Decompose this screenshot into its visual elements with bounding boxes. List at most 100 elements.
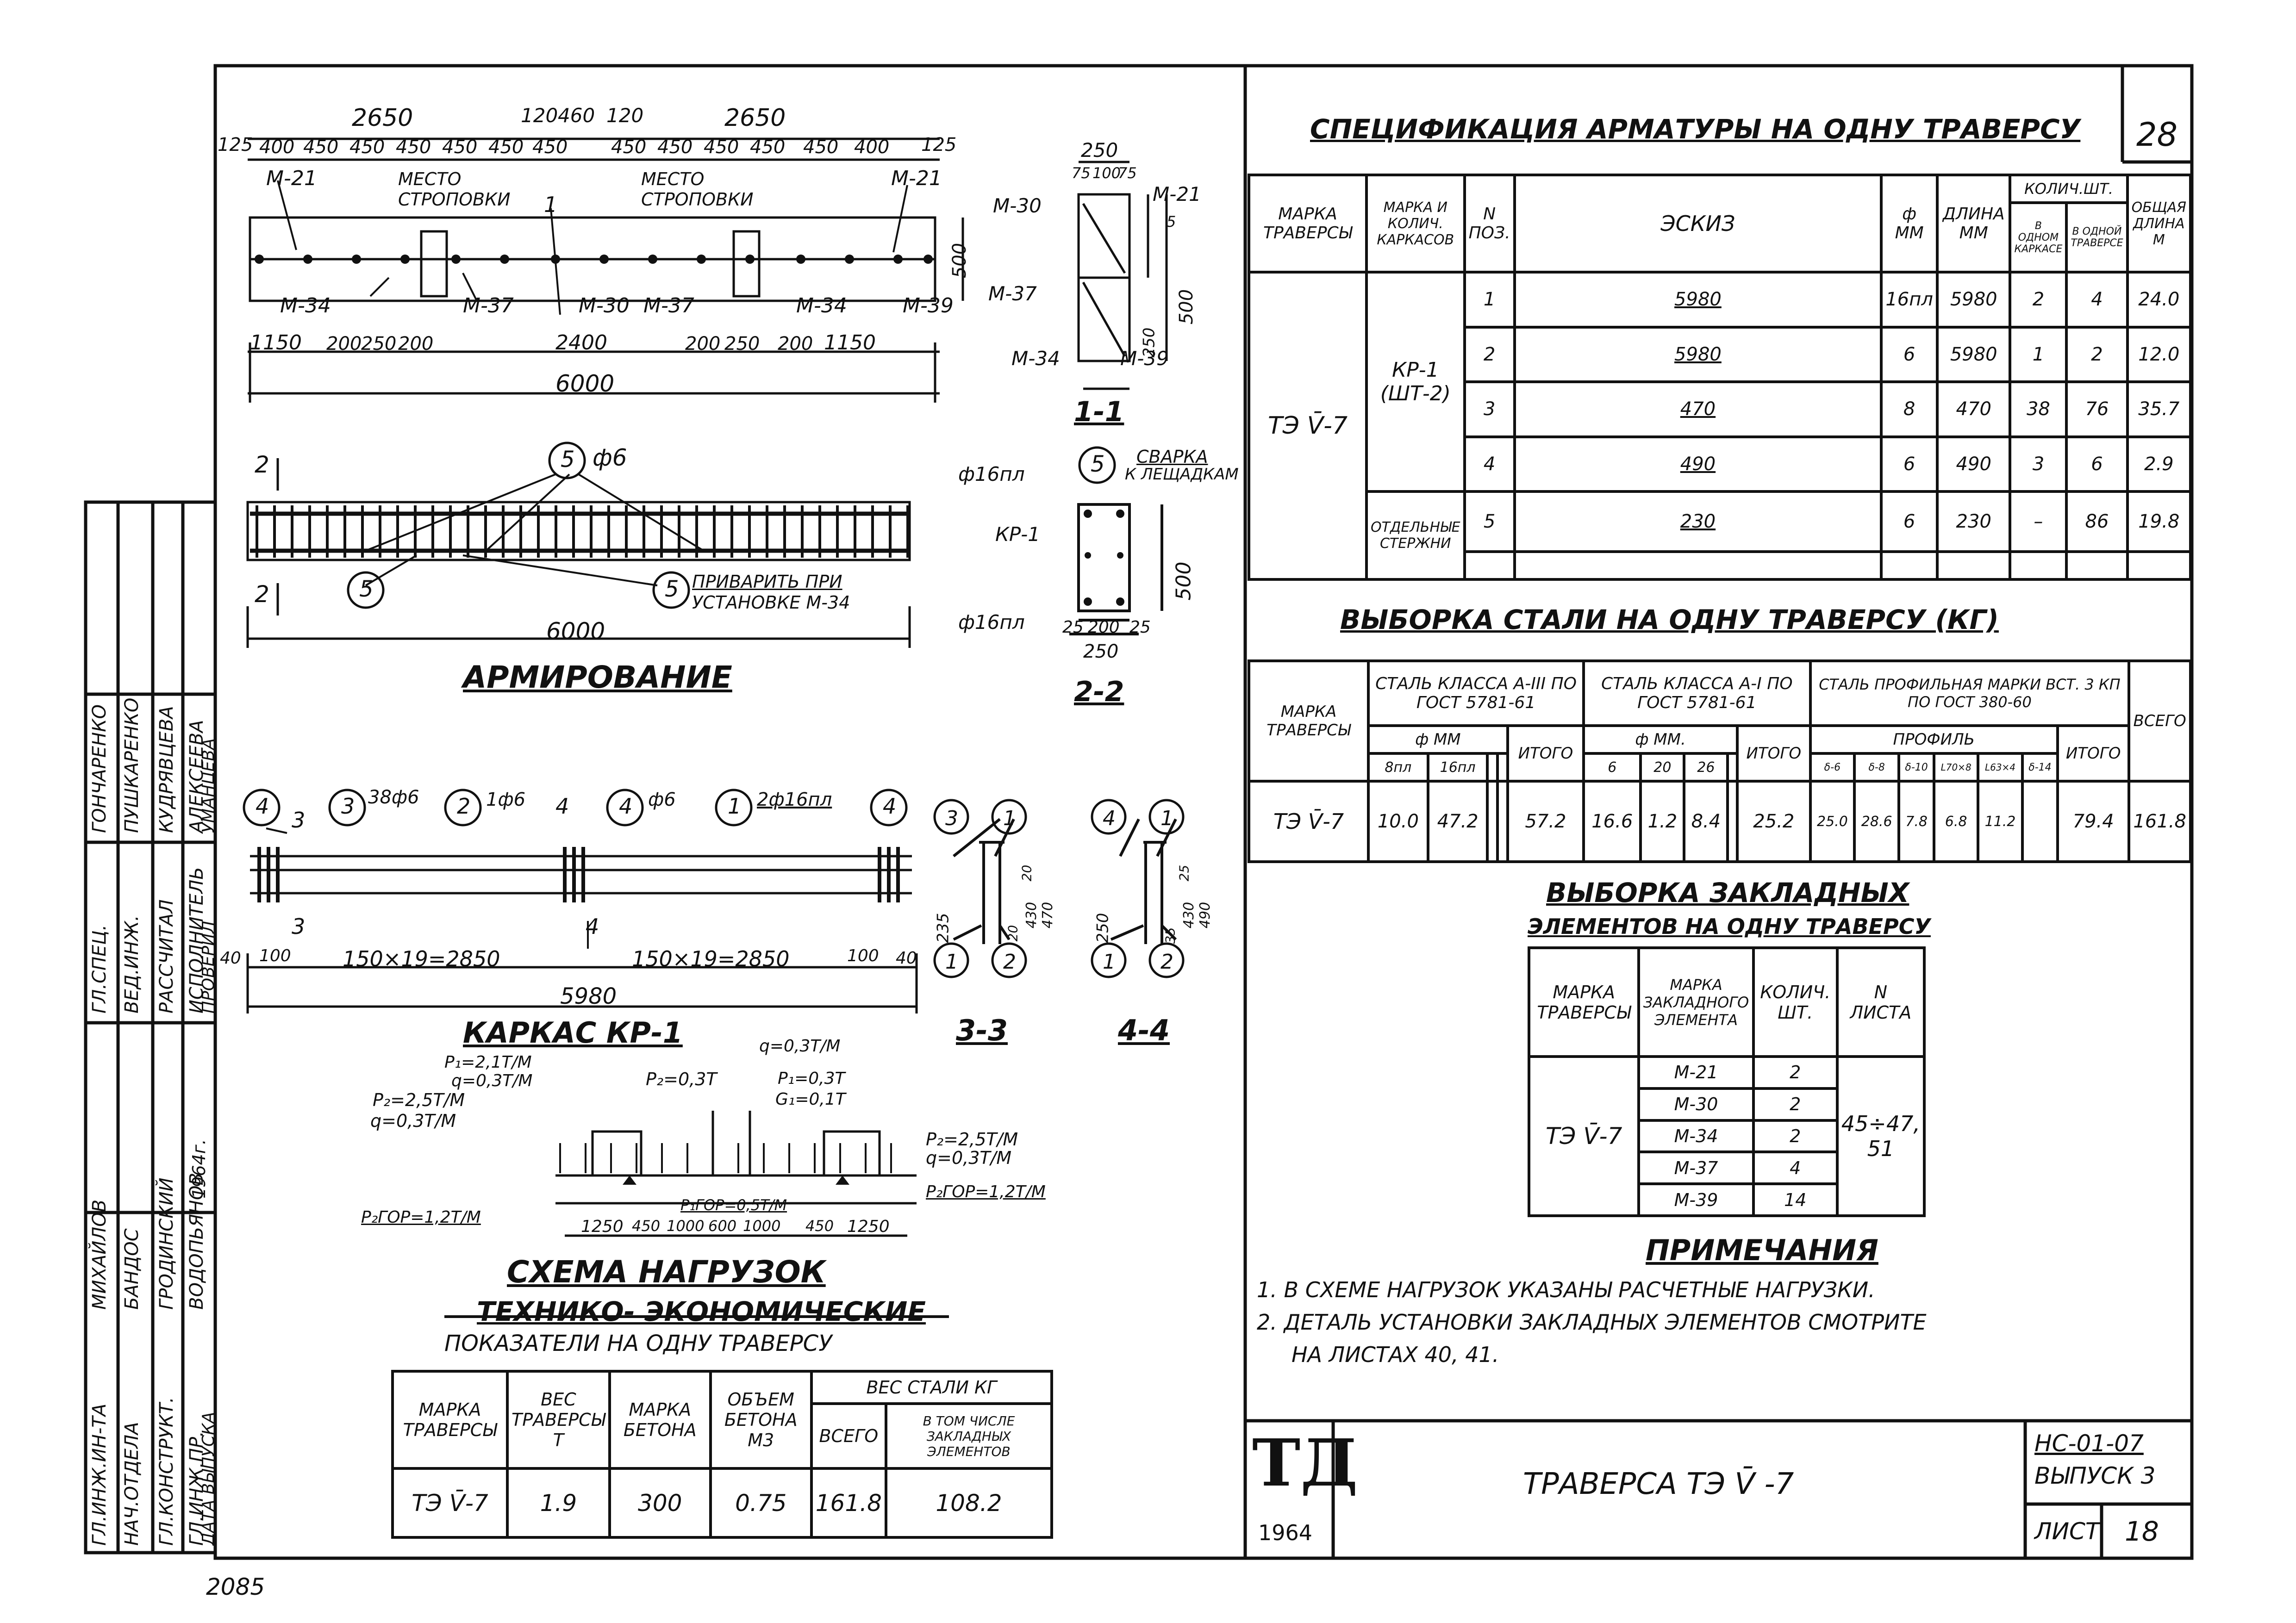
spec-dia-2: 6 <box>1880 325 1939 383</box>
load-p1-mid: Р₁=0,3Т <box>778 1069 845 1088</box>
plan-dim-450-7: 450 <box>611 137 647 158</box>
load-q-right: q=0,3Т/М <box>926 1148 1012 1168</box>
frame-dim-100-right: 100 <box>847 946 879 965</box>
tech-cell-mark: ТЭ V̄-7 <box>391 1467 509 1539</box>
plan-bot-200-1: 200 <box>326 333 362 354</box>
plan-dim-2650-left: 2650 <box>352 104 413 132</box>
plan-section-mark: 1 <box>544 192 558 217</box>
steel-cell-empty-a <box>1486 780 1499 863</box>
steel-h-a3: СТАЛЬ КЛАССА А-III ПО ГОСТ 5781-61 <box>1366 659 1585 727</box>
tech-h-steel: ВЕС СТАЛИ КГ <box>810 1370 1054 1405</box>
load-p2-right: Р₂=2,5Т/М <box>926 1129 1018 1150</box>
sec33-callouts <box>933 799 1027 978</box>
steel-h-profile: ПРОФИЛЬ <box>1809 724 2059 755</box>
tb-name2-3: КУДРЯВЦЕВА <box>156 706 177 833</box>
load-p2gor-right: Р₂ГОР=1,2Т/М <box>926 1182 1046 1201</box>
arm-pos-dia: ф6 <box>593 444 627 471</box>
load-q-mid: q=0,3Т/М <box>759 1037 841 1056</box>
tech-h-total: ВСЕГО <box>810 1402 887 1470</box>
steel-sub-20: 20 <box>1639 752 1686 783</box>
emb-h-sheet: N ЛИСТА <box>1835 946 1926 1058</box>
spec-empty-dia <box>1880 550 1939 581</box>
tech-title-1: ТЕХНИКО- ЭКОНОМИЧЕСКИЕ <box>477 1296 926 1327</box>
sec33-title: 3-3 <box>956 1014 1008 1047</box>
tech-h-mark: МАРКА ТРАВЕРСЫ <box>391 1370 509 1470</box>
steel-cell-p4: 6.8 <box>1933 780 1980 863</box>
steel-h-prof: СТАЛЬ ПРОФИЛЬНАЯ МАРКИ ВСТ. 3 КП ПО ГОСТ… <box>1809 659 2131 727</box>
spec-q1-4: 3 <box>2009 435 2068 493</box>
frame-callout-text-f6: ф6 <box>648 789 676 810</box>
logo-year: 1964 <box>1258 1520 1313 1545</box>
sec11-label-m21: М-21 <box>1153 183 1201 205</box>
plan-dim-450-10: 450 <box>750 137 786 158</box>
sec11-label-m30: М-30 <box>993 194 1042 217</box>
sec11-height: 500 <box>1176 289 1198 325</box>
tb-role2-2: ВЕД.ИНЖ. <box>121 915 143 1014</box>
spec-h-len: ДЛИНА ММ <box>1935 174 2012 274</box>
steel-sub-empty-2 <box>1496 752 1509 783</box>
spec-q1-3: 38 <box>2009 380 2068 438</box>
emb-h-el: МАРКА ЗАКЛАДНОГО ЭЛЕМЕНТА <box>1637 946 1755 1058</box>
steel-cell-prof-total: 79.4 <box>2056 780 2131 863</box>
sheet-series: НС-01-07 <box>2034 1430 2144 1457</box>
spec-len-3: 470 <box>1935 380 2012 438</box>
spec-q1-5: – <box>2009 490 2068 553</box>
steel-sub-l63: L63×4 <box>1977 752 2024 783</box>
steel-cell-a1-6: 16.6 <box>1582 780 1642 863</box>
spec-cell-trav: ТЭ V̄-7 <box>1247 271 1368 581</box>
sec44-dim-430: 430 <box>1181 902 1198 929</box>
tb-name2-2: ПУШКАРЕНКО <box>121 697 143 833</box>
sec11-label-m39: М-39 <box>1120 347 1169 370</box>
tech-cell-total: 161.8 <box>810 1467 887 1539</box>
sec44-callout-4: 4 <box>1103 807 1116 830</box>
sec33-dim-430: 430 <box>1023 902 1040 929</box>
arm-length: 6000 <box>546 618 605 645</box>
arm-title: АРМИРОВАНИЕ <box>463 659 732 695</box>
sec22-label-kp1: КР-1 <box>995 523 1041 546</box>
notes-title: ПРИМЕЧАНИЯ <box>1646 1233 1878 1267</box>
steel-sub-16pl: 16пл <box>1426 752 1489 783</box>
spec-q2-1: 4 <box>2065 271 2129 329</box>
emb-el-2: М-30 <box>1637 1087 1755 1122</box>
plan-label-m37-right: М-37 <box>643 294 694 317</box>
tb-role-2: НАЧ.ОТДЕЛА <box>121 1422 143 1546</box>
steel-h-total: ВСЕГО <box>2128 659 2192 783</box>
emb-el-1: М-21 <box>1637 1055 1755 1090</box>
spec-len-4: 490 <box>1935 435 2012 493</box>
sec44-callout-1b: 1 <box>1103 950 1116 974</box>
tech-h-concrete: МАРКА БЕТОНА <box>608 1370 712 1470</box>
spec-len-1: 5980 <box>1935 271 2012 329</box>
steel-sub-empty-1 <box>1486 752 1499 783</box>
steel-cell-a1-26: 8.4 <box>1683 780 1729 863</box>
load-g1: G₁=0,1Т <box>775 1090 846 1109</box>
arm-pos-left: 5 <box>359 576 374 602</box>
sec22-pos: 5 <box>1091 451 1105 477</box>
plan-dim-450-9: 450 <box>704 137 739 158</box>
tech-cell-weight: 1.9 <box>506 1467 611 1539</box>
sec33-dim-470: 470 <box>1040 902 1056 929</box>
spec-dia-1: 16пл <box>1880 271 1939 329</box>
plan-label-m30: М-30 <box>579 294 630 317</box>
sec33-callout-1: 1 <box>1003 807 1016 830</box>
tech-table: МАРКА ТРАВЕРСЫ ВЕС ТРАВЕРСЫ Т МАРКА БЕТО… <box>391 1370 1054 1539</box>
load-p2-left: Р₂=2,5Т/М <box>373 1090 465 1110</box>
plan-height: 500 <box>949 243 971 279</box>
emb-cell-trav: ТЭ V̄-7 <box>1527 1055 1641 1217</box>
tb-name-2: БАНДОС <box>121 1228 143 1310</box>
spec-frame-mark: КР-1 <box>1391 358 1439 382</box>
plan-bot-250-1: 250 <box>361 333 397 354</box>
sec11-dim-5: 5 <box>1167 213 1176 230</box>
spec-h-q1: В ОДНОМ КАРКАСЕ <box>2009 201 2068 274</box>
spec-table: МАРКА ТРАВЕРСЫ МАРКА И КОЛИЧ. КАРКАСОВ N… <box>1247 174 2192 581</box>
tech-cell-incl: 108.2 <box>884 1467 1054 1539</box>
steel-cell-a1-20: 1.2 <box>1639 780 1686 863</box>
plan-dim-450-8: 450 <box>657 137 693 158</box>
plan-label-m34-left: М-34 <box>280 294 331 317</box>
steel-h-itogo-a1: ИТОГО <box>1736 724 1812 783</box>
logo-td: ТД <box>1252 1425 1358 1501</box>
emb-qty-4: 4 <box>1752 1150 1839 1186</box>
tb-role2-3: РАССЧИТАЛ <box>156 899 177 1014</box>
steel-cell-total: 161.8 <box>2128 780 2192 863</box>
sec33-dim-235: 235 <box>934 913 953 943</box>
tb-role2-1: ГЛ.СПЕЦ. <box>89 924 110 1014</box>
